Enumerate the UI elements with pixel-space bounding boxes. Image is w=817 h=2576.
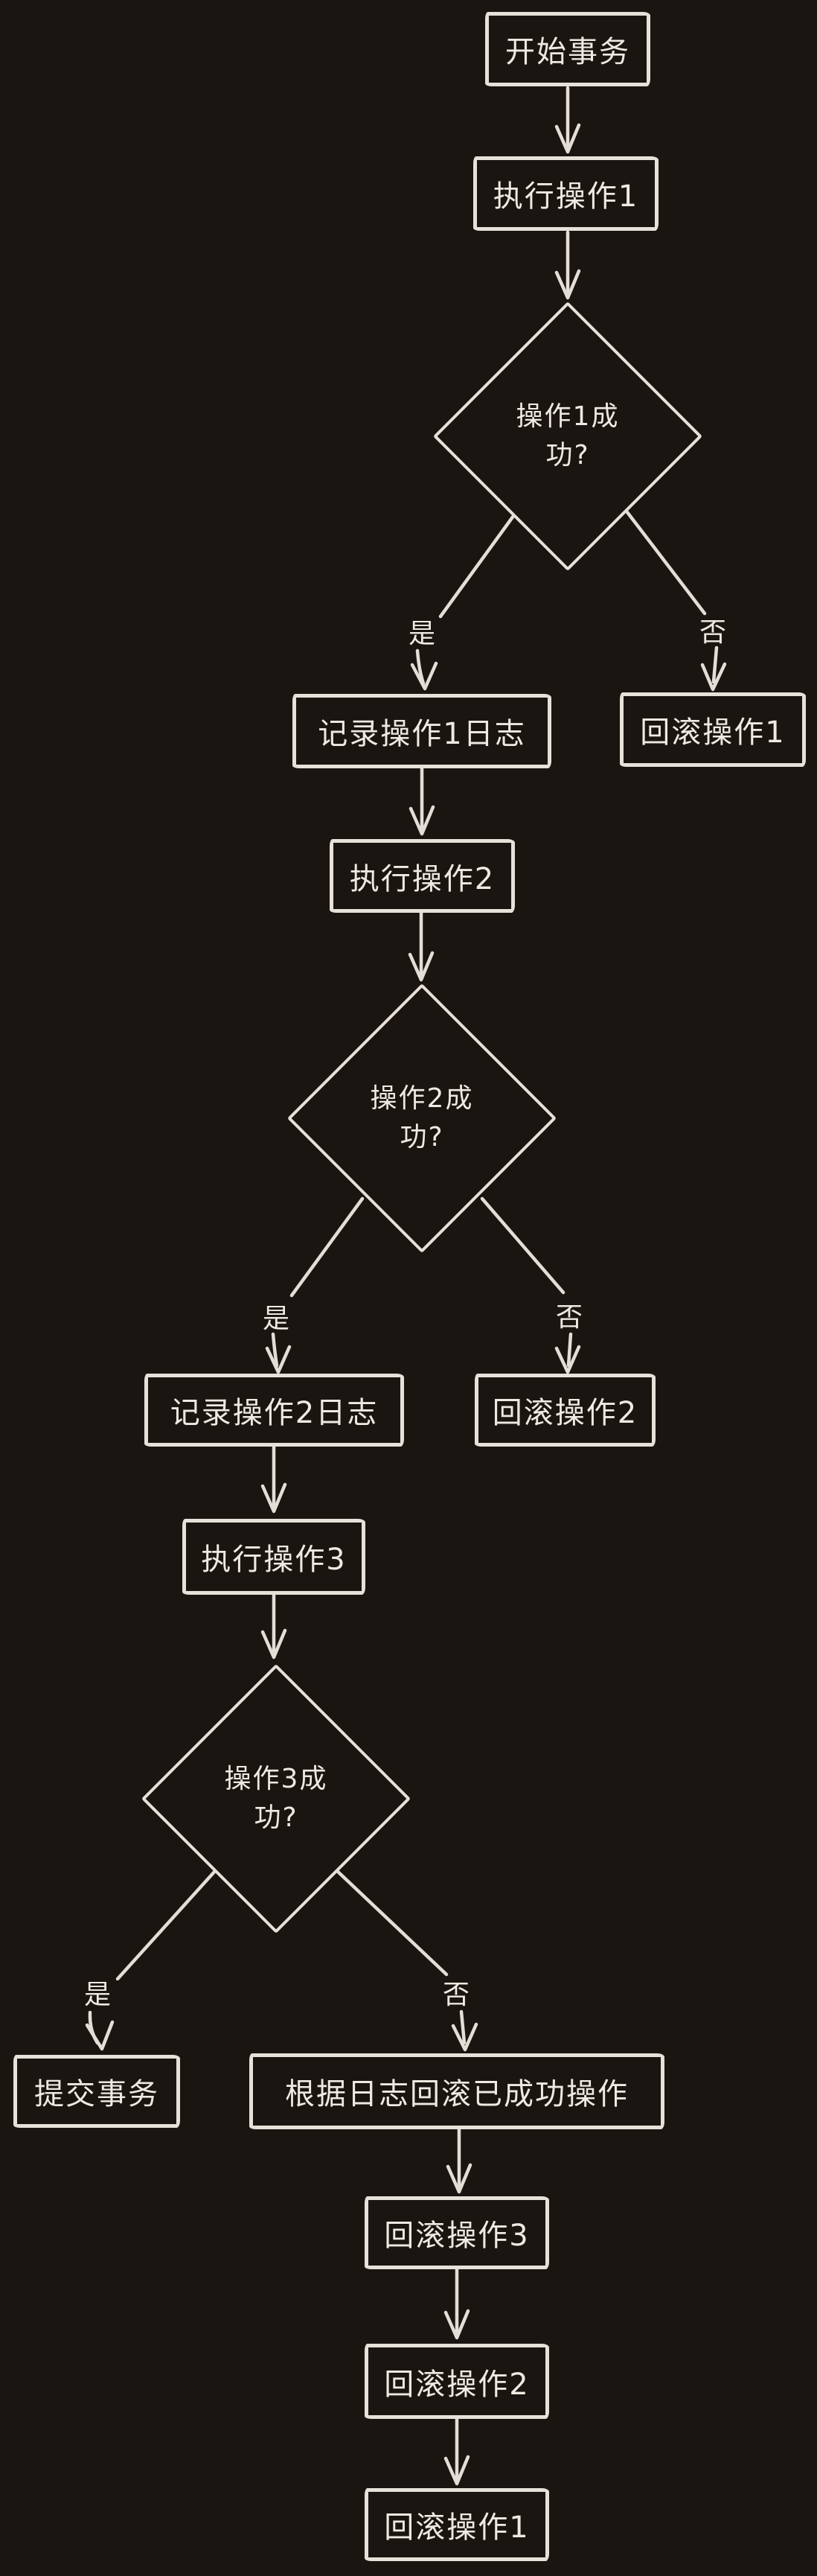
node-exec-op2: 执行操作2 [330, 839, 515, 913]
node-log-op2: 记录操作2日志 [144, 1374, 404, 1447]
decision-op2-success: 操作2成 功? [286, 983, 557, 1254]
node-rollback-op1-label: 回滚操作1 [384, 2510, 530, 2545]
node-exec-op3-label: 执行操作3 [201, 1543, 347, 1577]
node-rollback-op3-label: 回滚操作3 [384, 2219, 530, 2253]
decision-op1-success-label: 操作1成 功? [516, 401, 620, 471]
edge-decision3-no [334, 1868, 478, 2052]
node-rollback-op2-label: 回滚操作2 [384, 2367, 530, 2402]
node-exec-op1-label: 执行操作1 [493, 179, 639, 214]
edge-log1-exec2 [408, 766, 435, 836]
node-rollback-op2-branch: 回滚操作2 [475, 1374, 656, 1447]
edge-rollback2-rollback1 [443, 2417, 470, 2486]
node-exec-op3: 执行操作3 [182, 1519, 365, 1595]
node-rollback-op2-branch-label: 回滚操作2 [492, 1396, 638, 1430]
node-rollback-by-log-label: 根据日志回滚已成功操作 [285, 2077, 629, 2111]
node-rollback-op1-branch: 回滚操作1 [620, 692, 806, 767]
node-rollback-op2: 回滚操作2 [365, 2344, 549, 2419]
node-log-op2-label: 记录操作2日志 [170, 1396, 379, 1430]
edge-decision2-no [480, 1196, 581, 1374]
node-rollback-by-log: 根据日志回滚已成功操作 [249, 2053, 664, 2129]
node-exec-op1: 执行操作1 [473, 156, 659, 231]
edge-label-yes-2: 是 [262, 1304, 290, 1334]
edge-label-yes-1: 是 [408, 619, 436, 649]
edge-label-no-1: 否 [699, 617, 727, 648]
edge-decision2-yes [265, 1196, 365, 1374]
node-start-transaction: 开始事务 [485, 12, 650, 86]
node-log-op1: 记录操作1日志 [292, 694, 551, 768]
edge-rollback3-rollback2 [443, 2267, 470, 2340]
edge-log2-exec3 [260, 1444, 287, 1514]
edge-exec2-decision2 [408, 911, 435, 982]
edge-start-exec1 [554, 86, 581, 154]
node-rollback-op3: 回滚操作3 [365, 2196, 549, 2269]
edge-decision3-yes [85, 1868, 218, 2051]
edge-label-no-2: 否 [555, 1302, 583, 1333]
node-rollback-op1: 回滚操作1 [365, 2488, 549, 2561]
node-rollback-op1-branch-label: 回滚操作1 [640, 715, 786, 750]
edge-exec3-decision3 [260, 1593, 287, 1660]
decision-op3-success-label: 操作3成 功? [224, 1763, 328, 1833]
edge-exec1-decision1 [554, 230, 581, 300]
node-exec-op2-label: 执行操作2 [349, 861, 496, 896]
node-commit-transaction: 提交事务 [13, 2055, 180, 2128]
decision-op2-success-label: 操作2成 功? [370, 1083, 474, 1152]
decision-op3-success: 操作3成 功? [141, 1663, 411, 1934]
node-commit-transaction-label: 提交事务 [34, 2077, 159, 2111]
edge-decision1-no [625, 510, 727, 692]
node-log-op1-label: 记录操作1日志 [318, 717, 526, 751]
edge-label-no-3: 否 [442, 1980, 470, 2010]
decision-op1-success: 操作1成 功? [432, 301, 703, 572]
node-start-transaction-label: 开始事务 [505, 35, 630, 69]
edge-decision1-yes [410, 514, 516, 691]
edge-label-yes-3: 是 [83, 1980, 112, 2010]
edge-rollbacklog-rollback3 [446, 2127, 472, 2194]
